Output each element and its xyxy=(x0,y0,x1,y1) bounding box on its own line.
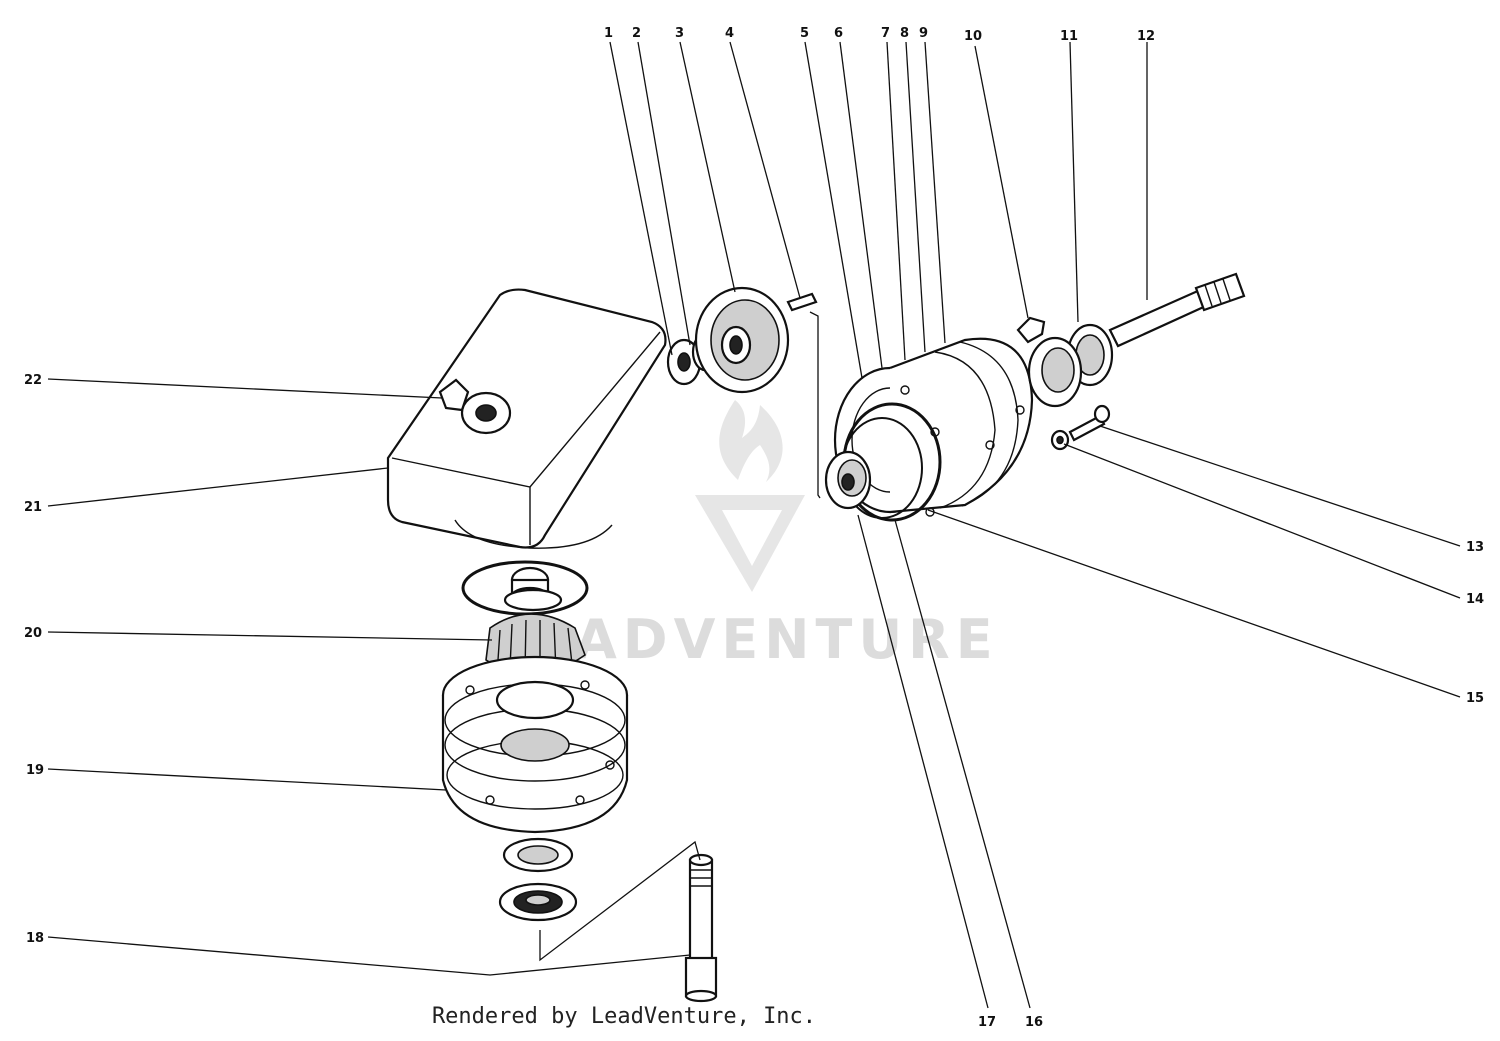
callout-5: 5 xyxy=(800,26,809,41)
callout-10: 10 xyxy=(964,29,982,44)
bevel-gear xyxy=(694,286,790,394)
lower-nut-stack xyxy=(461,560,589,616)
bearing-cage-assembly xyxy=(824,337,1034,522)
lower-bearing-cage xyxy=(441,655,629,834)
callout-19: 19 xyxy=(26,763,44,778)
gear-key xyxy=(786,292,818,312)
callout-22: 22 xyxy=(24,373,42,388)
callout-11: 11 xyxy=(1060,29,1078,44)
callout-8: 8 xyxy=(900,26,909,41)
callout-4: 4 xyxy=(725,26,734,41)
callout-18: 18 xyxy=(26,931,44,946)
callout-9: 9 xyxy=(919,26,928,41)
callout-17: 17 xyxy=(978,1015,996,1030)
callout-2: 2 xyxy=(632,26,641,41)
gearbox-housing xyxy=(386,288,667,549)
render-credit-text: Rendered by LeadVenture, Inc. xyxy=(431,1004,817,1029)
shaft-bearing xyxy=(1027,323,1114,408)
callout-14: 14 xyxy=(1466,592,1484,607)
output-stud xyxy=(684,853,718,1003)
callout-1: 1 xyxy=(604,26,613,41)
leader-lines xyxy=(47,41,1461,1009)
callout-7: 7 xyxy=(881,26,890,41)
callout-labels: 1 2 3 4 5 6 7 8 9 10 11 12 13 14 15 16 1… xyxy=(24,26,1484,1030)
callout-20: 20 xyxy=(24,626,42,641)
grease-fitting xyxy=(1016,316,1046,344)
callout-16: 16 xyxy=(1025,1015,1043,1030)
watermark: ADVENTURE xyxy=(575,400,999,671)
callout-15: 15 xyxy=(1466,691,1484,706)
callout-13: 13 xyxy=(1466,540,1484,555)
watermark-text: ADVENTURE xyxy=(575,608,999,671)
bolt-and-washer xyxy=(1050,404,1111,451)
input-shaft xyxy=(1108,272,1246,348)
callout-21: 21 xyxy=(24,500,42,515)
lower-bearings xyxy=(498,837,578,922)
callout-3: 3 xyxy=(675,26,684,41)
callout-6: 6 xyxy=(834,26,843,41)
callout-12: 12 xyxy=(1137,29,1155,44)
render-credit: Rendered by LeadVenture, Inc. xyxy=(0,1004,1500,1029)
